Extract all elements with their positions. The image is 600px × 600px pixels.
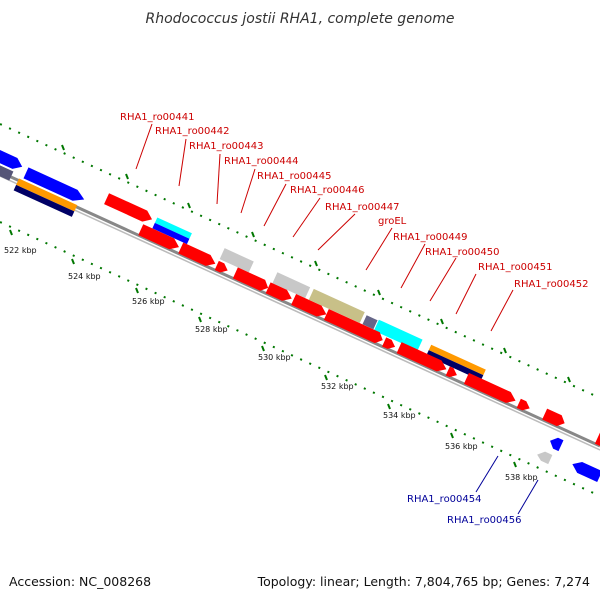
gene-feature[interactable] — [272, 272, 311, 299]
scale-label: 534 kbp — [383, 411, 416, 420]
scale-label: 530 kbp — [258, 353, 291, 362]
reverse-leader-lines — [475, 455, 539, 515]
gene-label[interactable]: RHA1_ro00442 — [155, 126, 230, 137]
gene-feature[interactable] — [535, 449, 553, 465]
gene-feature[interactable] — [0, 149, 25, 173]
scale-label: 526 kbp — [132, 297, 165, 306]
gene-feature[interactable] — [178, 242, 218, 269]
scale-label: 528 kbp — [195, 325, 228, 334]
gene-feature[interactable] — [23, 167, 86, 204]
gene-feature[interactable] — [13, 184, 75, 217]
gene-feature[interactable] — [323, 308, 385, 346]
gene-feature[interactable] — [373, 319, 423, 351]
forward-leader-lines — [135, 123, 514, 332]
scale-labels: 522 kbp 524 kbp 526 kbp 528 kbp 530 kbp … — [4, 246, 538, 482]
scale-label: 524 kbp — [68, 272, 101, 281]
gene-feature[interactable] — [542, 408, 567, 429]
gene-feature[interactable] — [382, 337, 397, 351]
gene-label[interactable]: RHA1_ro00456 — [447, 515, 522, 526]
gene-label[interactable]: RHA1_ro00449 — [393, 232, 468, 243]
gene-feature[interactable] — [463, 372, 518, 406]
gene-feature[interactable] — [138, 224, 181, 252]
gene-feature[interactable] — [516, 398, 532, 413]
gene-feature[interactable] — [214, 260, 230, 275]
gene-feature[interactable] — [232, 267, 271, 293]
gene-feature[interactable] — [308, 288, 365, 324]
outer-tick-track — [0, 123, 600, 399]
gene-feature[interactable] — [426, 350, 484, 381]
gene-feature[interactable] — [570, 459, 600, 483]
gene-label[interactable]: RHA1_ro00450 — [425, 247, 500, 258]
gene-label[interactable]: RHA1_ro00443 — [189, 141, 264, 152]
gene-label[interactable]: groEL — [378, 216, 407, 227]
gene-feature[interactable] — [154, 217, 192, 239]
gene-label[interactable]: RHA1_ro00444 — [224, 156, 299, 167]
gene-feature[interactable] — [291, 293, 329, 320]
gene-feature[interactable] — [362, 315, 378, 330]
gene-label[interactable]: RHA1_ro00446 — [290, 185, 365, 196]
gene-feature[interactable] — [548, 435, 564, 452]
gene-feature[interactable] — [428, 344, 486, 376]
gene-label[interactable]: RHA1_ro00451 — [478, 262, 553, 273]
genome-backbone — [0, 170, 600, 451]
gene-feature[interactable] — [0, 162, 14, 181]
gene-feature[interactable] — [16, 178, 78, 212]
gene-label[interactable]: RHA1_ro00454 — [407, 494, 482, 505]
gene-label[interactable]: RHA1_ro00447 — [325, 202, 400, 213]
reverse-gene-labels: RHA1_ro00454 RHA1_ro00456 — [407, 494, 522, 526]
gene-feature[interactable] — [265, 282, 295, 304]
scale-label: 532 kbp — [321, 382, 354, 391]
scale-label: 522 kbp — [4, 246, 37, 255]
scale-label: 536 kbp — [445, 442, 478, 451]
accession-text: Accession: NC_008268 — [9, 574, 151, 589]
map-title: Rhodococcus jostii RHA1, complete genome — [145, 11, 454, 27]
gene-feature[interactable] — [219, 248, 254, 273]
gene-label[interactable]: RHA1_ro00452 — [514, 279, 589, 290]
gene-feature[interactable] — [396, 342, 449, 375]
gene-feature[interactable] — [445, 366, 459, 379]
inner-tick-track — [0, 221, 600, 497]
gene-label[interactable]: RHA1_ro00445 — [257, 171, 332, 182]
genome-summary-text: Topology: linear; Length: 7,804,765 bp; … — [257, 574, 590, 589]
gene-feature[interactable] — [152, 222, 190, 245]
gene-features — [0, 149, 600, 483]
gene-feature[interactable] — [104, 193, 154, 225]
scale-label: 538 kbp — [505, 473, 538, 482]
forward-gene-labels: RHA1_ro00441 RHA1_ro00442 RHA1_ro00443 R… — [120, 112, 589, 290]
gene-label[interactable]: RHA1_ro00441 — [120, 112, 195, 123]
